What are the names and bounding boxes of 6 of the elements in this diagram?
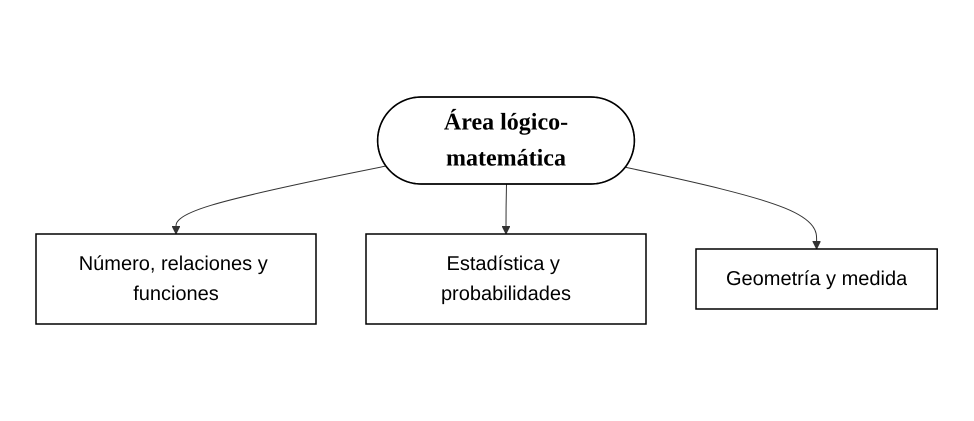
node-box: Número, relaciones y funciones [36, 233, 318, 325]
arrow [626, 166, 822, 250]
arrow [172, 166, 387, 234]
arrow [502, 184, 511, 234]
node-box: Geometría y medida [696, 248, 938, 310]
node-box: Estadística y probabilidades [366, 233, 648, 325]
